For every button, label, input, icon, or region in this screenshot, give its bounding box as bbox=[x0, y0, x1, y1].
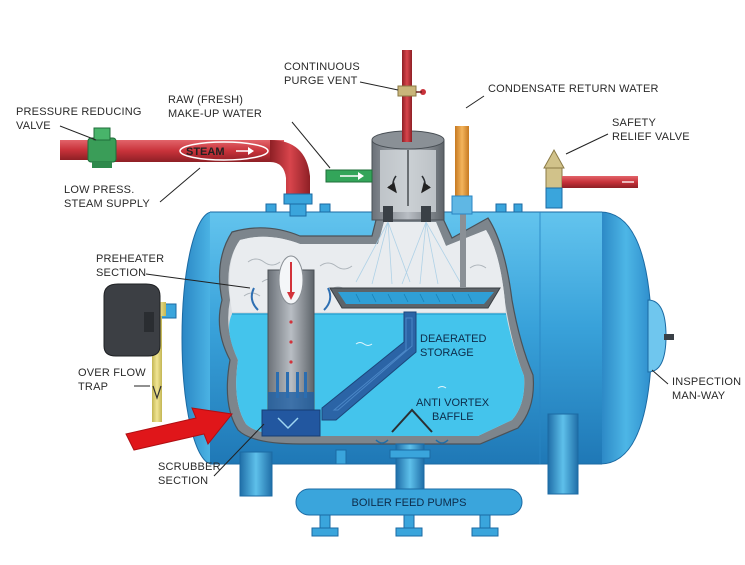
tank-cutaway bbox=[218, 211, 535, 445]
tank-supports bbox=[239, 413, 579, 497]
label-raw-water-2: MAKE-UP WATER bbox=[168, 108, 262, 120]
label-overflow-1: OVER FLOW bbox=[78, 367, 146, 379]
label-overflow-2: TRAP bbox=[78, 381, 108, 393]
pressure-reducing-valve bbox=[87, 127, 117, 168]
label-safety-2: RELIEF VALVE bbox=[612, 131, 690, 143]
label-raw-water-1: RAW (FRESH) bbox=[168, 94, 243, 106]
vent-condenser-dome bbox=[355, 130, 466, 288]
label-preheater-2: SECTION bbox=[96, 267, 146, 279]
label-antivortex-2: BAFFLE bbox=[432, 411, 474, 423]
label-inspection-1: INSPECTION bbox=[672, 376, 741, 388]
spray-nozzles bbox=[383, 206, 431, 222]
steam-label: STEAM bbox=[186, 146, 225, 158]
scrubber-pointer-arrow bbox=[125, 407, 233, 451]
makeup-water-inlet bbox=[325, 169, 373, 183]
boiler-feed-pumps: BOILER FEED PUMPS bbox=[295, 443, 523, 537]
purge-vent-pipe bbox=[397, 50, 426, 142]
label-scrubber-2: SECTION bbox=[158, 475, 208, 487]
top-nozzles bbox=[265, 203, 523, 213]
label-preheater-1: PREHEATER bbox=[96, 253, 164, 265]
safety-relief-valve bbox=[543, 148, 638, 209]
tray-section bbox=[329, 287, 501, 309]
label-low-press-1: LOW PRESS. bbox=[64, 184, 134, 196]
label-low-press-2: STEAM SUPPLY bbox=[64, 198, 150, 210]
label-safety-1: SAFETY bbox=[612, 117, 656, 129]
label-condensate-return: CONDENSATE RETURN WATER bbox=[488, 83, 659, 95]
anti-vortex-baffle bbox=[375, 408, 449, 444]
inspection-manway bbox=[647, 299, 674, 373]
label-pressure-reducing-valve-2: VALVE bbox=[16, 120, 51, 132]
overflow-trap bbox=[103, 283, 177, 422]
preheater-column bbox=[250, 255, 332, 437]
condensate-return-pipe bbox=[451, 126, 473, 215]
label-deaerated-1: DEAERATED bbox=[420, 333, 486, 345]
boiler-feed-pumps-label: BOILER FEED PUMPS bbox=[352, 497, 467, 509]
label-deaerated-2: STORAGE bbox=[420, 347, 474, 359]
label-purge-vent-1: CONTINUOUS bbox=[284, 61, 360, 73]
callout-labels: PRESSURE REDUCING VALVE RAW (FRESH) MAKE… bbox=[16, 61, 741, 487]
label-scrubber-1: SCRUBBER bbox=[158, 461, 221, 473]
label-inspection-2: MAN-WAY bbox=[672, 390, 726, 402]
label-antivortex-1: ANTI VORTEX bbox=[416, 397, 490, 409]
label-pressure-reducing-valve-1: PRESSURE REDUCING bbox=[16, 106, 142, 118]
label-purge-vent-2: PURGE VENT bbox=[284, 75, 358, 87]
steam-supply-pipe: STEAM bbox=[60, 127, 313, 217]
scrubber-downcomer bbox=[321, 311, 417, 421]
